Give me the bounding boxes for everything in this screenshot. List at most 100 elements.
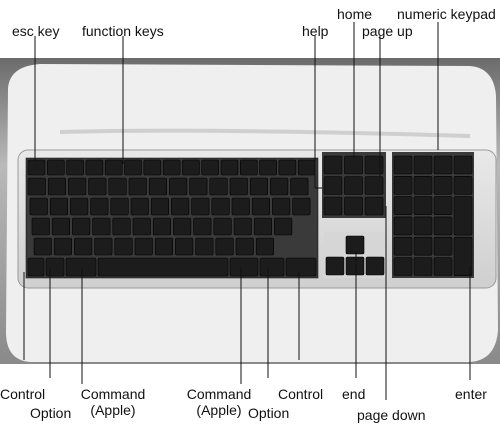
- navigation-keycap: [364, 196, 384, 216]
- numeric-keycap: [393, 236, 413, 256]
- keycap: [29, 197, 48, 216]
- keycap: [169, 177, 188, 196]
- numeric-keycap: [433, 196, 453, 215]
- keycap: [31, 217, 50, 236]
- navigation-keycap: [344, 176, 363, 195]
- label-command-right: Command (Apple): [186, 386, 252, 418]
- keycap: [175, 237, 194, 256]
- keycap: [215, 237, 234, 256]
- keycap: [114, 237, 133, 256]
- label-esc-key: esc key: [12, 23, 60, 39]
- numeric-keycap: [453, 155, 473, 175]
- numeric-keycap: [413, 155, 433, 175]
- navigation-keycap: [364, 155, 384, 175]
- option-keycap: [45, 257, 65, 277]
- keycap: [209, 177, 228, 196]
- numeric-keycap: [453, 236, 473, 276]
- keycap: [108, 177, 127, 196]
- numeric-keycap: [433, 216, 453, 236]
- label-command-left-line2: (Apple): [90, 402, 136, 418]
- keycap: [94, 237, 113, 256]
- keycap: [70, 197, 89, 216]
- space-bar-keycap: [97, 257, 229, 277]
- label-home: home: [337, 6, 373, 22]
- keycap: [290, 177, 309, 196]
- keycap: [249, 177, 268, 196]
- label-end: end: [342, 386, 366, 402]
- keycap: [274, 217, 293, 236]
- numeric-keycap: [413, 257, 433, 276]
- label-page-down: page down: [357, 407, 426, 423]
- keycap: [128, 177, 147, 196]
- keycap: [130, 197, 149, 216]
- navigation-keycap: [344, 196, 363, 216]
- keycap: [235, 237, 254, 256]
- label-control-right: Control: [278, 386, 324, 402]
- label-command-left: Command (Apple): [80, 386, 146, 418]
- keycap: [270, 177, 289, 196]
- control-keycap: [285, 257, 317, 277]
- keycap: [47, 177, 67, 196]
- function-keycap: [240, 159, 258, 176]
- arrow-left-keycap: [325, 256, 345, 276]
- navigation-cluster: [322, 152, 386, 278]
- label-control-left: Control: [0, 386, 46, 402]
- keycap: [154, 237, 173, 256]
- keycap: [150, 197, 169, 216]
- function-keycap: [46, 159, 65, 176]
- numeric-keycap: [413, 196, 433, 215]
- function-keycap: [220, 159, 239, 176]
- keycap: [72, 217, 91, 236]
- keycap: [229, 177, 248, 196]
- navigation-keycap: [323, 196, 343, 216]
- keycap: [74, 237, 93, 256]
- keycap: [27, 177, 46, 196]
- numeric-keycap: [433, 257, 453, 276]
- numeric-keycap: [433, 176, 453, 195]
- keycap: [193, 217, 212, 236]
- label-page-up: page up: [362, 23, 413, 39]
- keycap: [292, 197, 311, 216]
- label-option-left: Option: [30, 405, 72, 421]
- keycap: [90, 197, 109, 216]
- function-keycap: [297, 159, 316, 176]
- keycap: [233, 217, 252, 236]
- keycap: [251, 197, 270, 216]
- keycap: [195, 237, 214, 256]
- arrow-up-keycap: [345, 235, 365, 255]
- label-function-keys: function keys: [82, 23, 164, 39]
- keycap: [189, 177, 208, 196]
- numeric-keycap: [433, 236, 453, 256]
- navigation-keycap: [323, 155, 343, 175]
- arrow-right-keycap: [365, 256, 385, 276]
- label-help: help: [302, 23, 329, 39]
- keycap: [148, 177, 167, 196]
- keycap: [255, 237, 275, 256]
- numeric-keycap: [393, 216, 413, 236]
- label-numeric-keypad: numeric keypad: [397, 6, 496, 22]
- keycap: [49, 197, 69, 216]
- keycap: [231, 197, 250, 216]
- keycap: [92, 217, 111, 236]
- keycap: [171, 197, 190, 216]
- numeric-keycap: [453, 176, 473, 195]
- keycap: [191, 197, 210, 216]
- numeric-keycap: [393, 196, 413, 215]
- function-keycap: [27, 159, 46, 176]
- keycap: [272, 197, 291, 216]
- keycap: [213, 217, 232, 236]
- function-keycap: [66, 159, 84, 176]
- navigation-keycap: [364, 176, 384, 195]
- function-keycap: [259, 159, 277, 176]
- option-keycap: [259, 257, 285, 277]
- keycap: [173, 217, 192, 236]
- keycap: [51, 217, 71, 236]
- keycap: [134, 237, 153, 256]
- command-keycap: [229, 257, 259, 277]
- function-keycap: [124, 159, 142, 176]
- arrow-down-keycap: [345, 256, 365, 276]
- numeric-keycap: [413, 236, 433, 256]
- function-keycap: [182, 159, 200, 176]
- navigation-keycap: [323, 176, 343, 195]
